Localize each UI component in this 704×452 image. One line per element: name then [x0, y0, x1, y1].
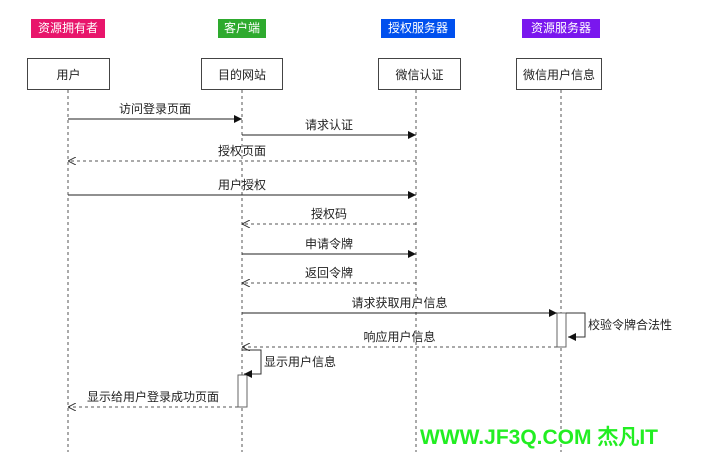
watermark: WWW.JF3Q.COM 杰凡IT — [420, 426, 658, 449]
message: 访问登录页面 — [68, 101, 242, 123]
activation-bar — [237, 374, 248, 408]
message: 申请令牌 — [242, 236, 416, 258]
message-label: 显示给用户登录成功页面 — [87, 389, 219, 404]
message: 用户授权 — [68, 177, 416, 199]
message: 请求认证 — [242, 118, 416, 139]
message-label: 授权码 — [311, 206, 347, 221]
participant-website: 目的网站 — [201, 58, 283, 90]
participant-wechat-auth: 微信认证 — [378, 58, 461, 90]
participant-wechat-userinfo: 微信用户信息 — [516, 58, 602, 90]
message: 校验令牌合法性 — [566, 312, 672, 341]
message: 显示给用户登录成功页面 — [68, 389, 238, 407]
participant-user: 用户 — [27, 58, 110, 90]
message-label: 返回令牌 — [305, 265, 353, 280]
message: 显示用户信息 — [242, 349, 336, 378]
self-message-arrow — [566, 312, 586, 341]
message: 响应用户信息 — [242, 329, 557, 347]
message-label: 请求获取用户信息 — [351, 295, 447, 310]
role-client: 客户端 — [218, 19, 266, 38]
role-resource-server: 资源服务器 — [522, 19, 600, 38]
message-label: 用户授权 — [218, 177, 266, 192]
message-label: 响应用户信息 — [363, 329, 435, 344]
message-label: 申请令牌 — [305, 236, 353, 251]
message: 返回令牌 — [242, 265, 416, 283]
message-label: 请求认证 — [305, 118, 353, 132]
message: 授权页面 — [68, 143, 416, 161]
role-resource-owner: 资源拥有者 — [31, 19, 105, 38]
self-message-arrow — [242, 349, 262, 378]
message: 授权码 — [242, 206, 416, 224]
message-label: 校验令牌合法性 — [588, 317, 672, 332]
role-auth-server: 授权服务器 — [381, 19, 455, 38]
message-label: 显示用户信息 — [264, 354, 336, 369]
message: 请求获取用户信息 — [242, 295, 557, 317]
message-label: 授权页面 — [218, 143, 266, 158]
activation-bar — [556, 312, 567, 348]
message-label: 访问登录页面 — [119, 101, 191, 116]
